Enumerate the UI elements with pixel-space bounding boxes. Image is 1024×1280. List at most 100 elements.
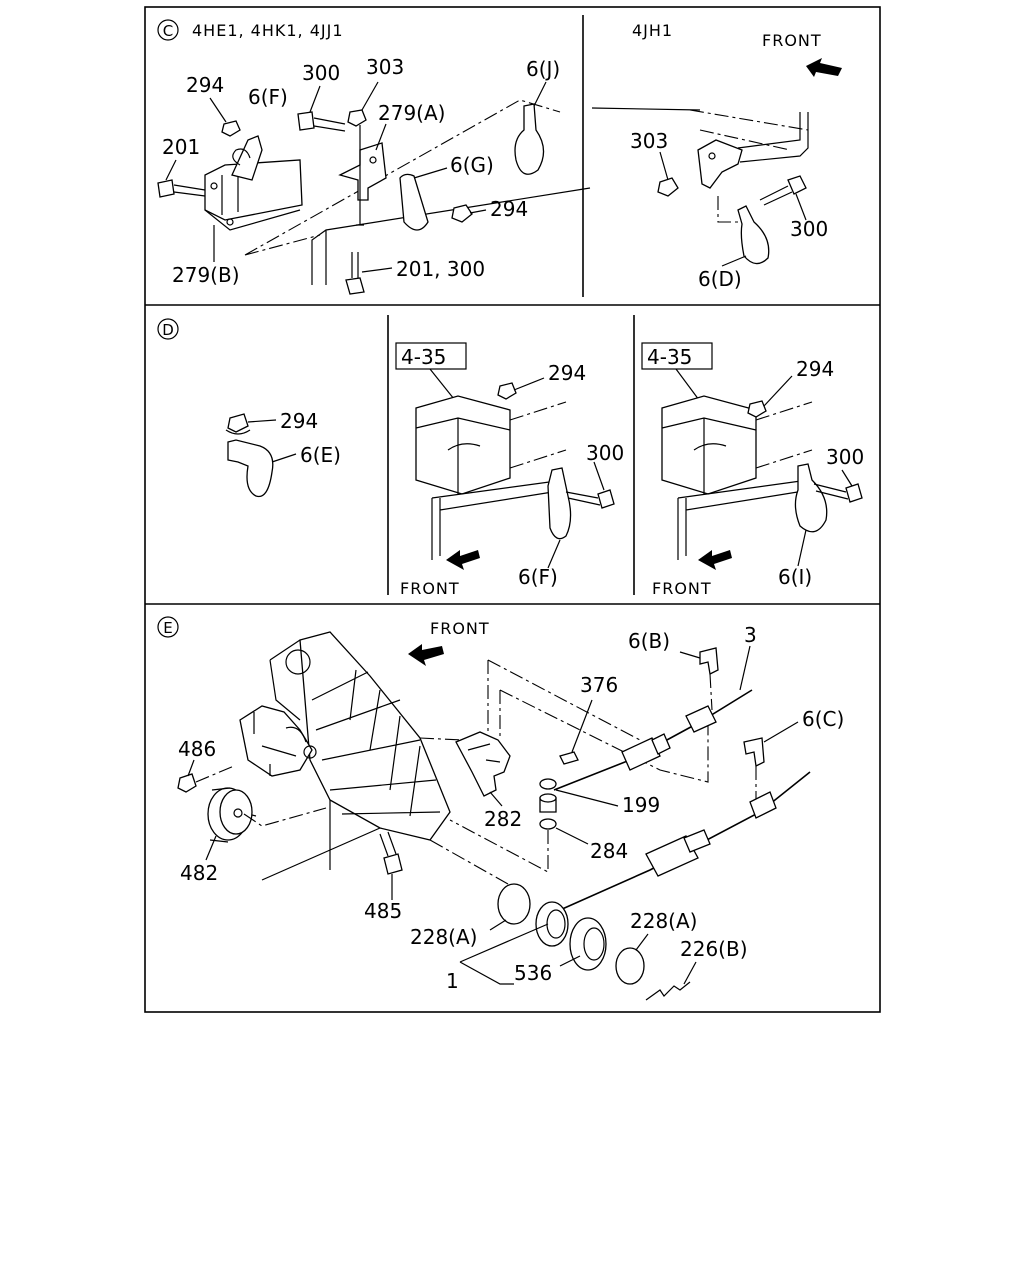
bracket-mid-base	[431, 479, 566, 560]
bracket-4jh1-hole	[708, 152, 716, 160]
front-arrow-d-mid	[446, 550, 480, 570]
nut-303-a	[347, 109, 367, 127]
clip-6c	[743, 737, 765, 767]
label-300-c: 300	[586, 441, 624, 465]
cable-3-fitting-b	[685, 705, 717, 733]
washer-228a-left	[497, 883, 531, 925]
leader-6e	[271, 453, 297, 463]
label-294-b: 294	[490, 197, 528, 221]
panel-c-sub-engine: 4JH1	[632, 21, 673, 40]
leader-294-e	[763, 375, 793, 407]
leader-303-b	[659, 151, 669, 181]
leader-303-a	[361, 81, 379, 111]
dash-486	[195, 765, 235, 783]
cable-lower-fitting-b	[749, 791, 777, 819]
panel-c-sub-front: FRONT	[762, 31, 822, 50]
diagram-frame	[144, 6, 881, 1013]
panel-c: C 4HE1, 4HK1, 4JJ1	[157, 19, 842, 295]
front-arrow-d-right	[698, 550, 732, 570]
label-536: 536	[514, 961, 552, 985]
label-303-a: 303	[366, 55, 404, 79]
box-mid-inner	[415, 417, 511, 494]
bolt-485	[383, 853, 403, 875]
bolt-300-b	[787, 175, 807, 195]
panel-d: D 294 6(E) 4-35 294 300 6(F) FRONT 4-35	[157, 318, 864, 598]
label-201-a: 201	[162, 135, 200, 159]
slave-port	[303, 745, 317, 759]
label-6i: 6(I)	[778, 565, 812, 589]
slave-cylinder	[239, 705, 313, 777]
bracket-279b-hole	[210, 182, 218, 190]
leader-6f-d	[547, 539, 561, 569]
leader-482	[205, 835, 217, 861]
leader-6i	[797, 529, 807, 567]
label-3: 3	[744, 623, 757, 647]
dash-6b	[709, 673, 713, 711]
leader-6c	[763, 721, 799, 743]
bolt-201-300-shank	[351, 252, 359, 278]
washer-199-top	[539, 778, 557, 790]
leader-6j	[533, 81, 547, 107]
cable-3-fitting-c	[651, 733, 671, 755]
leader-228a-left	[489, 919, 507, 931]
dash-grommets	[429, 839, 509, 885]
leader-282	[489, 791, 503, 807]
housing-hole	[285, 649, 311, 675]
label-6j: 6(J)	[526, 57, 560, 81]
cable-lower-fitting-c	[683, 829, 711, 853]
label-294-c: 294	[280, 409, 318, 433]
cable-lower-fitting-a	[645, 835, 699, 877]
label-201-300: 201, 300	[396, 257, 485, 281]
label-482: 482	[180, 861, 218, 885]
label-279b: 279(B)	[172, 263, 240, 287]
panel-c-marker	[157, 19, 179, 41]
front-d-right: FRONT	[652, 579, 712, 598]
leader-6g	[413, 167, 448, 179]
label-486: 486	[178, 737, 216, 761]
leader-6d	[721, 255, 747, 267]
label-6f-a: 6(F)	[248, 85, 288, 109]
dash-482	[243, 807, 327, 827]
slave-cylinder-detail	[253, 712, 307, 776]
box-right-inner	[661, 417, 757, 494]
ref-right: 4-35	[647, 345, 692, 369]
bracket-279b	[204, 159, 303, 221]
bushing-199-top	[539, 793, 557, 803]
label-6e: 6(E)	[300, 443, 341, 467]
clip-6j	[514, 103, 545, 175]
leader-226b	[683, 961, 697, 985]
damper-482-back	[219, 789, 253, 835]
clip-6d	[737, 205, 770, 265]
clip-6f-c-loop	[232, 148, 251, 166]
leader-376	[571, 699, 593, 753]
panel-e-marker	[157, 616, 179, 638]
grommet-536-a	[535, 901, 569, 947]
rail-right	[755, 401, 813, 469]
washer-294-c	[225, 429, 251, 435]
ref-box-right	[641, 342, 713, 370]
nut-294-b	[451, 204, 473, 223]
leader-201-300	[361, 267, 393, 273]
leader-294-b	[469, 209, 487, 214]
front-arrow-e	[408, 644, 444, 666]
dash-6d	[717, 196, 740, 223]
label-226b: 226(B)	[680, 937, 748, 961]
bolt-300-d	[845, 483, 863, 503]
label-1: 1	[446, 969, 459, 993]
bracket-282-detail	[467, 743, 501, 763]
label-6f-b: 6(F)	[518, 565, 558, 589]
label-284: 284	[590, 839, 628, 863]
bolt-485-shank	[379, 831, 397, 857]
panel-d-marker	[157, 318, 179, 340]
leader-294-a	[209, 97, 227, 123]
stud-279a	[356, 125, 364, 226]
panel-c-engines: 4HE1, 4HK1, 4JJ1	[192, 21, 344, 40]
label-282: 282	[484, 807, 522, 831]
frame-rail-c-sub-body	[591, 107, 809, 163]
clip-6f-c	[231, 135, 263, 181]
nut-294-e	[747, 400, 767, 418]
label-376: 376	[580, 673, 618, 697]
damper-482-hole	[233, 808, 243, 818]
housing-ribs	[311, 669, 441, 817]
